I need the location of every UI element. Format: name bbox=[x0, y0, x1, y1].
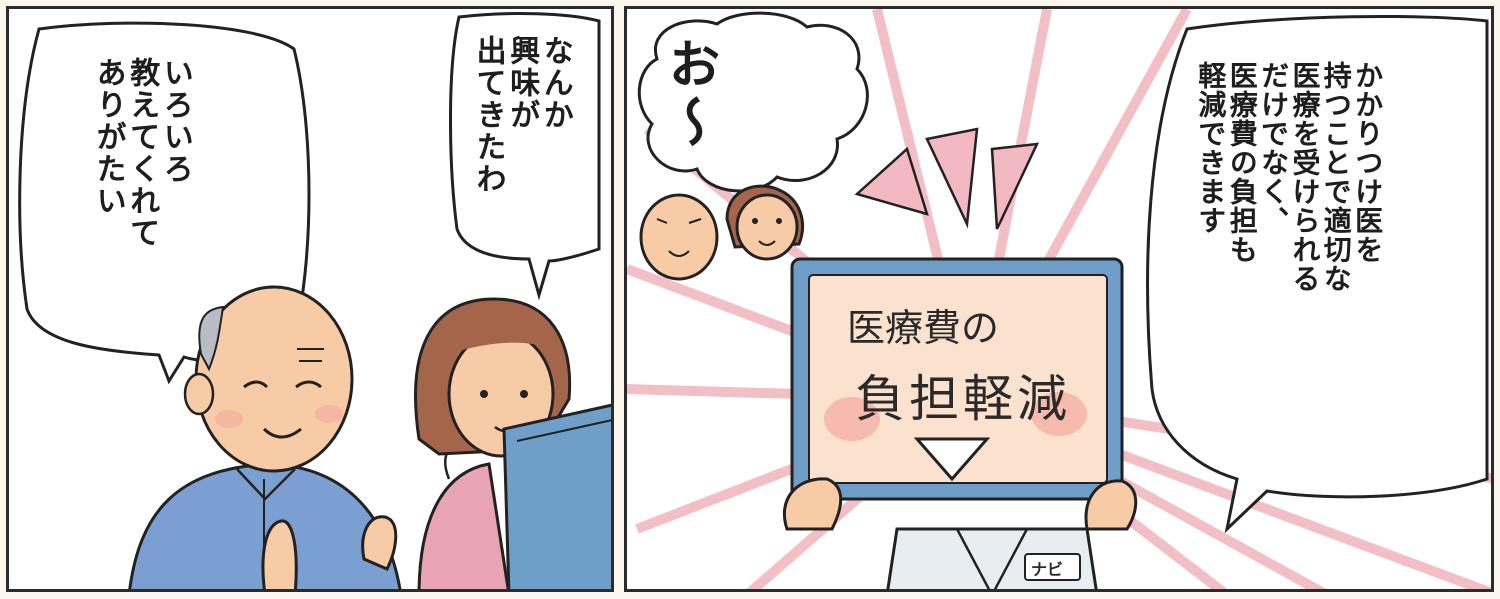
panel-2-art bbox=[627, 9, 1491, 589]
mini-heads bbox=[639, 184, 804, 281]
speech-text-right: なんか 興味が 出てきたわ bbox=[470, 35, 573, 195]
panel-2: お〜 医療費の 負担軽減 ナビ かかりつけ医を 持つことで適切な 医療を受けられ… bbox=[624, 6, 1494, 592]
thought-bubble bbox=[637, 11, 869, 193]
elderly-man bbox=[128, 285, 402, 589]
panel-1-art bbox=[18, 12, 611, 589]
speech-text-left: いろいろ 教えてくれて ありがたい bbox=[90, 57, 193, 249]
panel-1: いろいろ 教えてくれて ありがたい なんか 興味が 出てきたわ bbox=[6, 6, 614, 592]
navi-badge: ナビ bbox=[1031, 560, 1064, 579]
sign-line-1: 医療費の bbox=[847, 306, 1000, 350]
monitor-edge bbox=[502, 403, 611, 589]
speech-bubble-right-2 bbox=[1146, 14, 1489, 534]
sign-line-2: 負担軽減 bbox=[855, 370, 1071, 428]
speech-text-right-2: かかりつけ医を 持つことで適切な 医療を受けられる だけでなく、 医療費の負担も… bbox=[1194, 61, 1385, 293]
exclaim-text: お〜 bbox=[659, 37, 719, 153]
speech-bubble-right bbox=[449, 12, 601, 301]
navi-character bbox=[782, 257, 1138, 589]
emphasis-marks bbox=[854, 127, 1040, 230]
